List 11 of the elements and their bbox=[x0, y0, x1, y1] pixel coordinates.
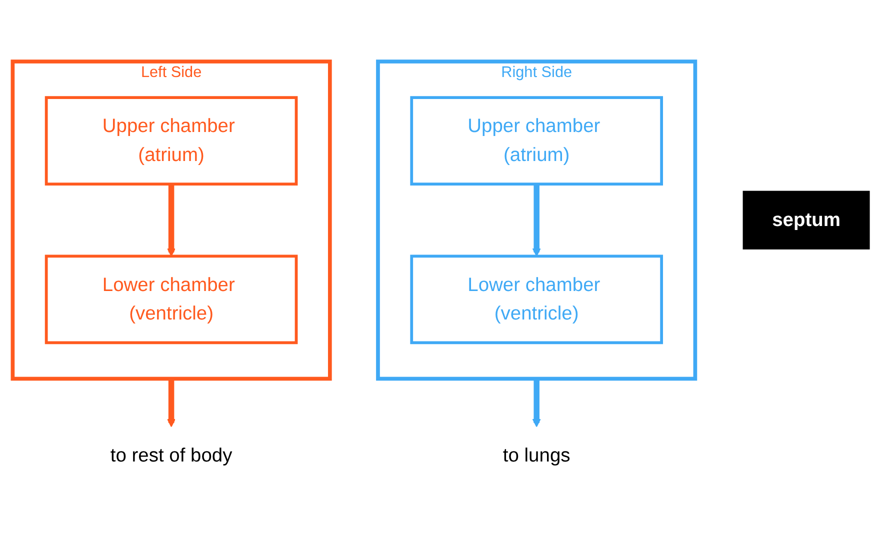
node-box: Upper chamber (atrium) bbox=[44, 96, 298, 186]
node-box: Upper chamber (atrium) bbox=[410, 96, 663, 186]
arrow bbox=[532, 378, 541, 428]
node-box: Lower chamber (ventricle) bbox=[410, 254, 663, 344]
node-text: to rest of body bbox=[110, 445, 232, 466]
node-box: septum bbox=[742, 190, 870, 250]
arrow bbox=[167, 378, 176, 428]
node-box: Lower chamber (ventricle) bbox=[44, 254, 298, 344]
arrow bbox=[167, 184, 176, 257]
node-text: to lungs bbox=[502, 445, 570, 466]
arrow bbox=[532, 184, 541, 257]
